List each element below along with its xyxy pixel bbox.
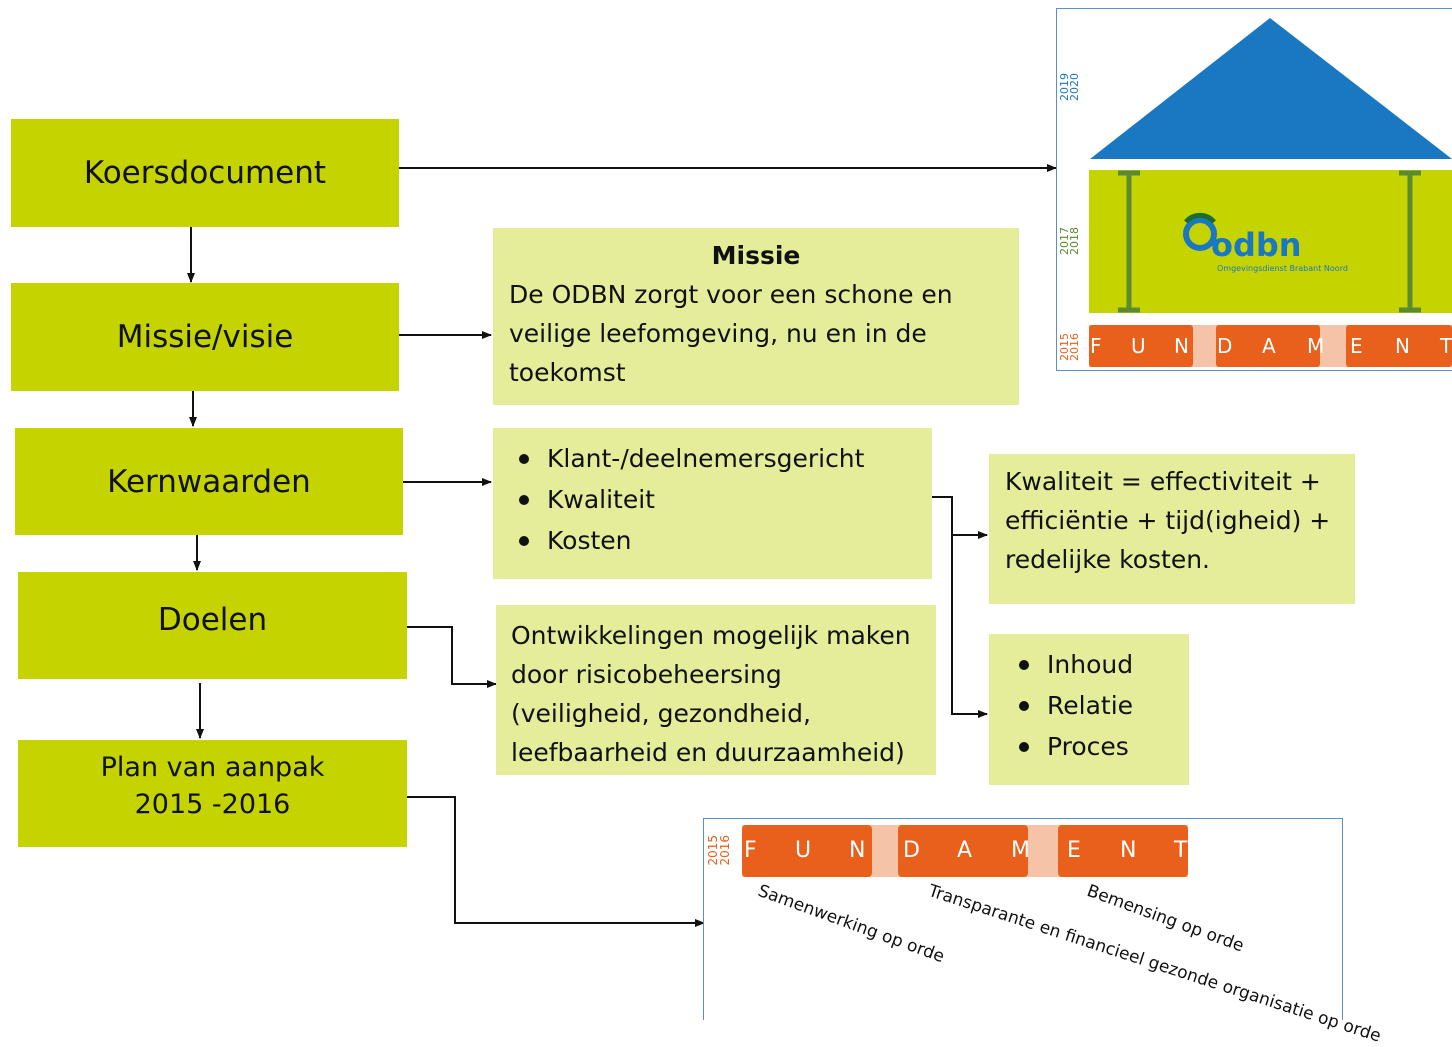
list-item: Proces [1013, 726, 1189, 767]
pillar-left [1117, 170, 1140, 312]
kernwaarden-list: Klant-/deelnemersgericht Kwaliteit Koste… [513, 438, 932, 561]
doelen-box: Doelen [18, 572, 407, 679]
foundation-block [898, 825, 1028, 877]
fundament-letter: A [1262, 334, 1276, 358]
list-item: Kosten [513, 520, 932, 561]
foundation-letter: D [903, 838, 920, 863]
koersdocument-label: Koersdocument [83, 155, 327, 191]
kernwaarden-list-box: Klant-/deelnemersgericht Kwaliteit Koste… [493, 428, 932, 579]
missie-text: De ODBN zorgt voor een schone en veilige… [509, 280, 953, 387]
fundament-letter: D [1217, 334, 1233, 358]
doelen-text: Ontwikkelingen mogelijk maken door risic… [511, 621, 911, 767]
fundament-block [1088, 324, 1193, 367]
foundation-graphic [742, 825, 1188, 877]
list-item: Relatie [1013, 685, 1189, 726]
pillar-right [1398, 170, 1421, 312]
list-item: Kwaliteit [513, 479, 932, 520]
foundation-label: Samenwerking op orde [755, 881, 947, 968]
kwaliteit-aspects-box: Inhoud Relatie Proces [989, 634, 1189, 785]
fundament-letter: U [1131, 334, 1146, 358]
fundament-block [1215, 324, 1320, 367]
foundation-letter: N [1120, 838, 1137, 863]
kernwaarden-label: Kernwaarden [107, 463, 311, 500]
arrow-doelen-to-text [407, 626, 497, 688]
fundament-letter: M [1307, 334, 1325, 358]
odbn-logo: odbn [1211, 226, 1302, 264]
doelen-text-box: Ontwikkelingen mogelijk maken door risic… [496, 605, 936, 775]
missie-visie-label: Missie/visie [116, 319, 294, 355]
kernwaarden-box: Kernwaarden [15, 428, 403, 535]
kwaliteit-definition-box: Kwaliteit = effectiviteit + efficiëntie … [989, 454, 1355, 604]
plan-van-aanpak-box: Plan van aanpak 2015 -2016 [18, 740, 407, 847]
roof-shape [1089, 17, 1452, 159]
foundation-block [1058, 825, 1188, 877]
list-item: Inhoud [1013, 644, 1189, 685]
fundament-letter: T [1440, 334, 1452, 358]
list-item: Klant-/deelnemersgericht [513, 438, 932, 479]
foundation-letter: N [849, 838, 866, 863]
wall-shape [1088, 169, 1452, 313]
odbn-logo-subtitle: Omgevingsdienst Brabant Noord [1217, 264, 1348, 273]
foundation-letter: A [957, 838, 973, 863]
plan-line-1: Plan van aanpak [100, 751, 325, 783]
arrow-plan-to-foundation [407, 796, 705, 927]
fundament-letter: N [1395, 334, 1410, 358]
arrow-kwaliteit-to-aspects [951, 535, 988, 718]
fundament-letter: E [1350, 334, 1363, 358]
foundation-letter: T [1174, 838, 1188, 863]
fundament-block [1345, 324, 1452, 367]
logo-ring-icon [1182, 216, 1217, 251]
foundation-letter: M [1011, 838, 1030, 863]
kwaliteit-definition: Kwaliteit = effectiviteit + efficiëntie … [1005, 467, 1331, 574]
missie-title: Missie [711, 241, 801, 270]
missie-box: Missie De ODBN zorgt voor een schone en … [493, 228, 1019, 405]
doelen-label: Doelen [157, 601, 268, 638]
foundation-letter: E [1067, 838, 1081, 863]
missie-visie-box: Missie/visie [11, 283, 399, 391]
house-graphic [1088, 17, 1452, 367]
plan-line-2: 2015 -2016 [134, 788, 291, 820]
foundation-letter: U [795, 838, 812, 863]
connector-layer [187, 164, 1057, 927]
foundation-letter: F [744, 838, 757, 863]
koersdocument-box: Koersdocument [11, 119, 399, 227]
fundament-letter: N [1174, 334, 1189, 358]
fundament-letter: F [1090, 334, 1102, 358]
foundation-block [742, 825, 872, 877]
kwaliteit-aspects-list: Inhoud Relatie Proces [1013, 644, 1189, 767]
